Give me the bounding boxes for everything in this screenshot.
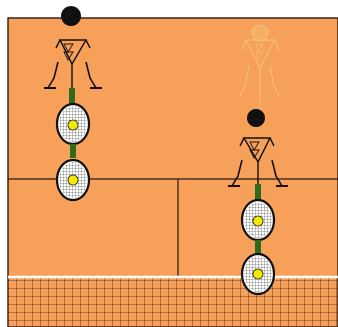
racket-connector [70,144,76,158]
net-mesh [8,277,338,327]
ball-2 [68,175,78,185]
racket-connector [255,240,261,254]
grip [69,88,75,104]
ball-1 [253,216,263,226]
ghost-head [252,25,268,41]
grip [255,184,261,200]
tennis-net [8,277,338,327]
head [61,6,81,26]
head [247,109,265,127]
ball-2 [253,269,263,279]
ball-1 [68,120,78,130]
